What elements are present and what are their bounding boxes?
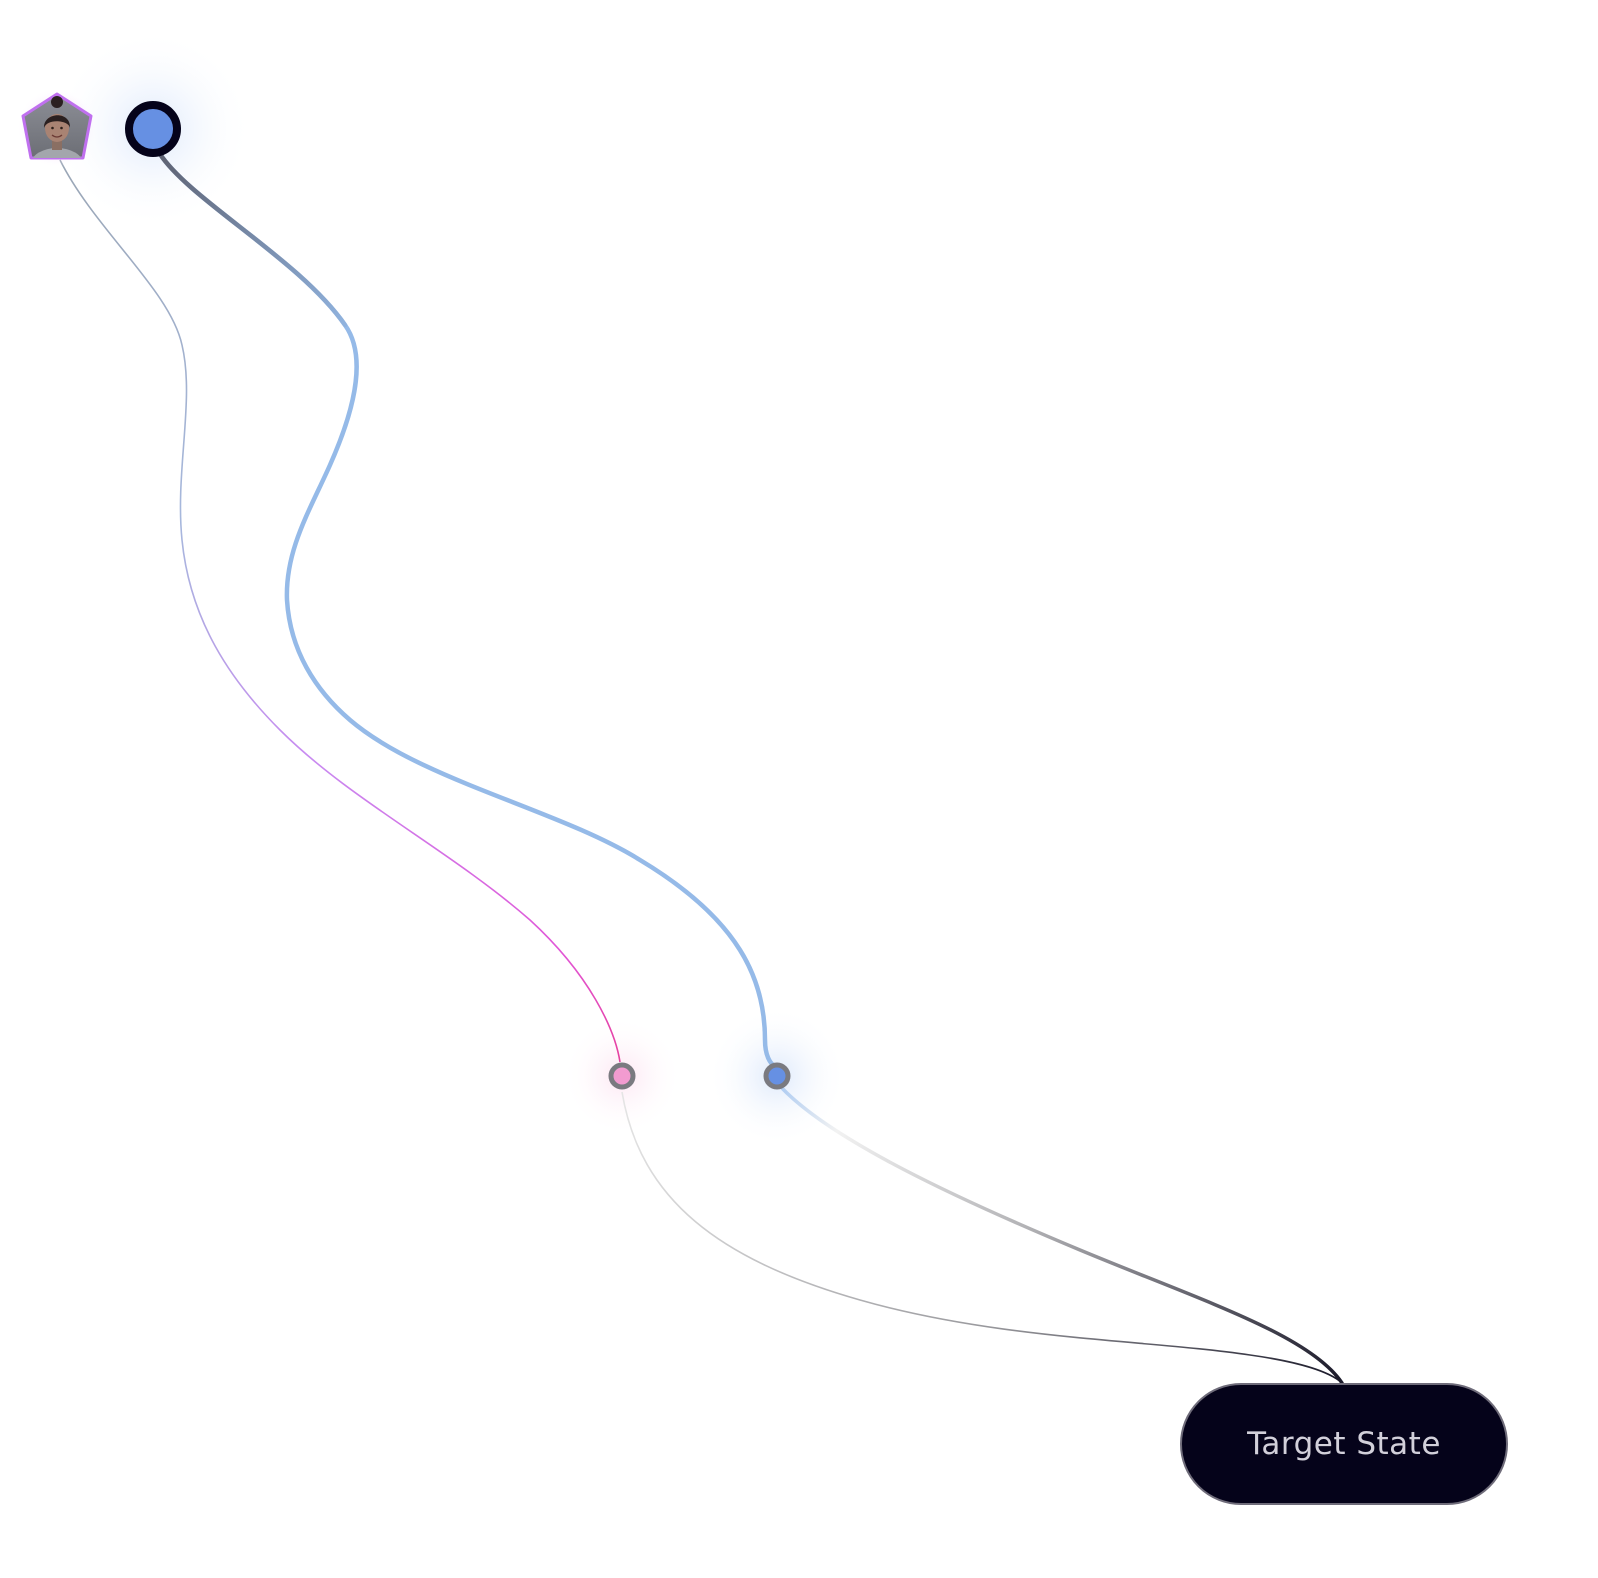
edge-avatar-to-junction-pink[interactable] [59, 159, 621, 1063]
source-node[interactable] [124, 100, 182, 158]
edge-junction-blue-to-target[interactable] [778, 1084, 1344, 1385]
edge-source-dark-segment [157, 151, 348, 328]
avatar-node[interactable] [17, 88, 97, 168]
edge-junction-pink-to-target[interactable] [621, 1091, 1343, 1384]
junction-blue[interactable] [761, 1060, 793, 1092]
edge-source-to-junction-blue[interactable] [157, 151, 778, 1069]
junction-blue-dot-icon [763, 1062, 791, 1090]
junction-pink[interactable] [606, 1060, 638, 1092]
source-dot-icon [125, 101, 181, 157]
target-state-node[interactable]: Target State [1180, 1383, 1508, 1505]
target-state-label: Target State [1247, 1426, 1441, 1462]
person-portrait-icon [17, 88, 97, 168]
junction-pink-dot-icon [608, 1062, 636, 1090]
